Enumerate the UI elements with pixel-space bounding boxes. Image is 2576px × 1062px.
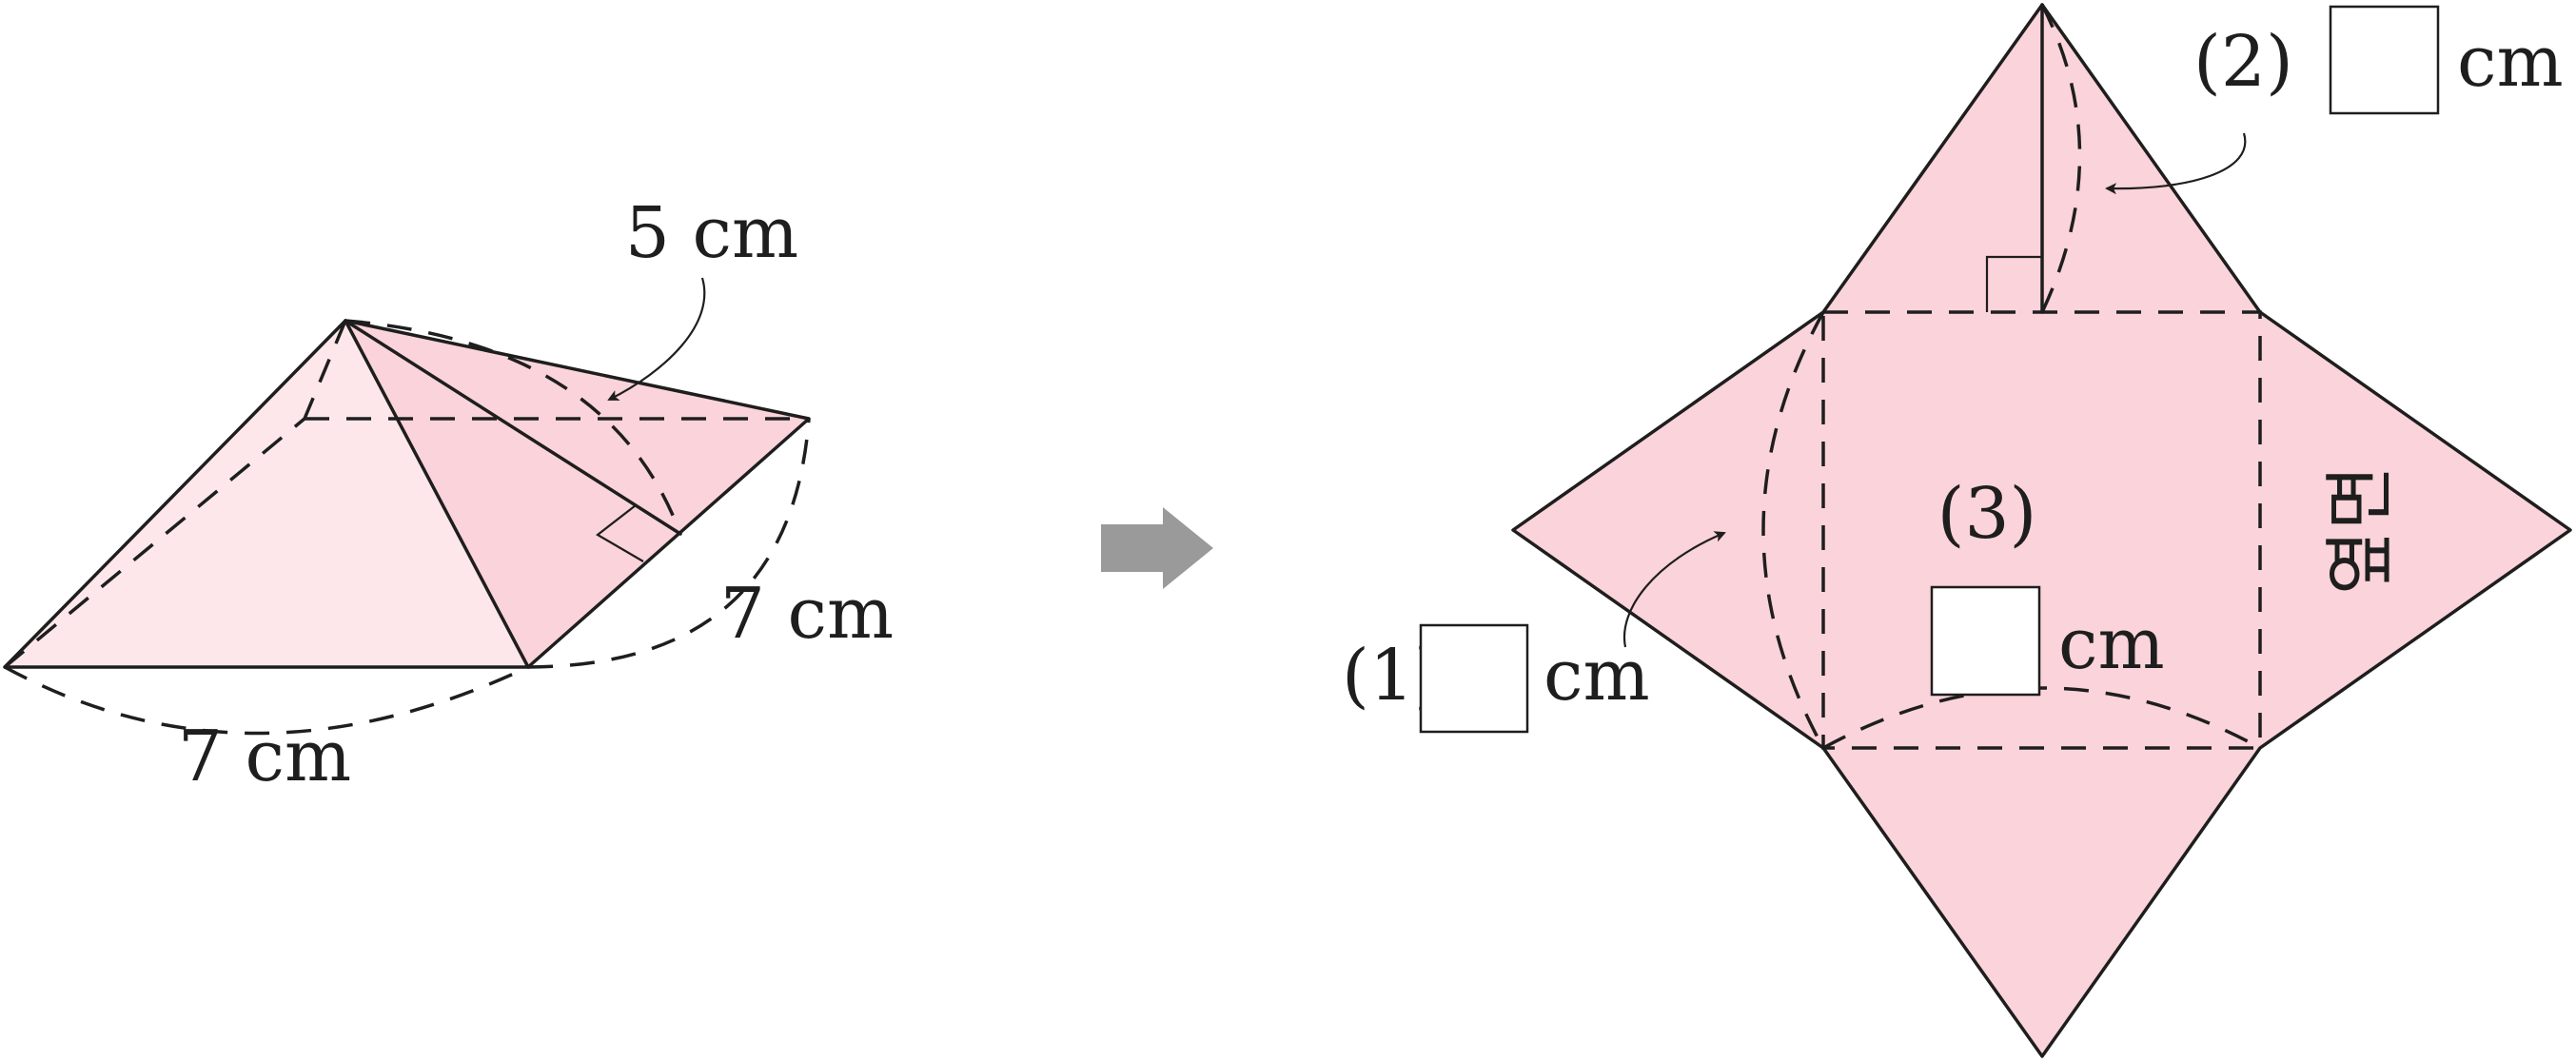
right-angle-mark: [596, 504, 644, 562]
q2-pointer-arrow: [2105, 132, 2247, 195]
q1-unit: cm: [1544, 635, 1650, 717]
q1-answer-box[interactable]: [1419, 623, 1529, 734]
slant-height-label: 5 cm: [625, 192, 798, 274]
base-side-label: 7 cm: [720, 573, 894, 655]
q2-answer-box[interactable]: [2329, 5, 2440, 115]
base-front-label: 7 cm: [178, 716, 351, 797]
pointer-arrow: [607, 277, 706, 401]
net-outline-stroke: [1511, 3, 2572, 1058]
right-arrow-icon: [1101, 507, 1213, 589]
net-right-angle-mark: [1985, 255, 2042, 312]
pyramid-slant-height: [344, 319, 682, 536]
pyramid-hidden-back-edge: [3, 417, 306, 669]
base-front-dimension: [4, 665, 529, 736]
base-side-dimension: [527, 418, 811, 669]
side-face-label: 옆면: [2320, 465, 2402, 595]
pyramid-left-face: [5, 321, 528, 667]
pyramid-hidden-apex-edge: [303, 320, 347, 420]
net-q3-dimension: [1822, 686, 2261, 750]
q3-answer-box[interactable]: [1930, 585, 2041, 697]
net-q2-dimension: [2040, 4, 2082, 313]
q3-number: (3): [1937, 473, 2037, 555]
square-pyramid: 5 cm 7 cm 7 cm: [3, 192, 894, 797]
net-q1-dimension: [1761, 311, 1825, 749]
slant-height-dimension: [344, 319, 682, 535]
net-outline: [1513, 5, 2570, 1056]
q2-number: (2): [2193, 21, 2293, 103]
pyramid-net: (1) cm (2) cm (3) cm 옆면: [1342, 3, 2572, 1058]
pyramid-visible-edges: [3, 319, 530, 669]
q2-unit: cm: [2457, 21, 2564, 103]
q1-pointer-arrow: [1622, 531, 1726, 648]
pyramid-right-face: [345, 321, 809, 667]
q3-unit: cm: [2058, 603, 2165, 685]
